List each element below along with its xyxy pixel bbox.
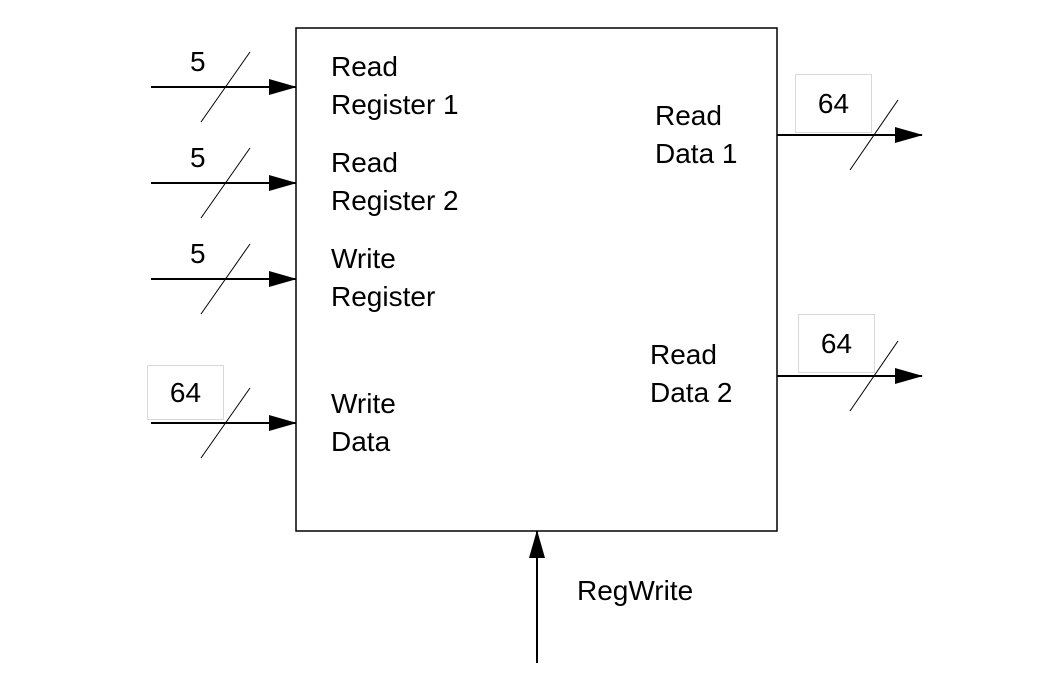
register-file-box bbox=[295, 27, 778, 532]
read-data-1-width-label: 64 bbox=[795, 74, 872, 133]
read-register-1-width-slash bbox=[200, 51, 251, 123]
write-data-label-line2: Data bbox=[331, 426, 391, 457]
write-register-width-label: 5 bbox=[190, 238, 206, 269]
read-data-2-label: Read Data 2 bbox=[650, 336, 733, 412]
read-register-2-width-slash bbox=[200, 147, 251, 219]
read-register-2-width-label: 5 bbox=[190, 142, 206, 173]
write-register-label: Write Register bbox=[331, 240, 435, 316]
read-data-1-label-line2: Data 1 bbox=[655, 138, 738, 169]
read-register-1-label-line2: Register 1 bbox=[331, 89, 459, 120]
write-register-width-slash bbox=[200, 243, 251, 315]
read-register-2-label-line2: Register 2 bbox=[331, 185, 459, 216]
write-register-label-line1: Write bbox=[331, 243, 396, 274]
read-register-2-label-line1: Read bbox=[331, 147, 398, 178]
read-register-1-label: Read Register 1 bbox=[331, 48, 459, 124]
read-data-2-width-slash bbox=[849, 340, 899, 412]
read-data-1-label: Read Data 1 bbox=[655, 97, 738, 173]
write-data-label-line1: Write bbox=[331, 388, 396, 419]
read-register-1-width-label: 5 bbox=[190, 46, 206, 77]
read-register-2-label: Read Register 2 bbox=[331, 144, 459, 220]
read-data-1-width-slash bbox=[849, 99, 899, 171]
read-data-1-label-line1: Read bbox=[655, 100, 722, 131]
read-data-2-label-line2: Data 2 bbox=[650, 377, 733, 408]
read-data-2-label-line1: Read bbox=[650, 339, 717, 370]
write-data-width-slash bbox=[200, 387, 251, 459]
write-data-label: Write Data bbox=[331, 385, 396, 461]
read-data-2-width-label: 64 bbox=[798, 314, 875, 373]
write-register-label-line2: Register bbox=[331, 281, 436, 312]
read-register-1-label-line1: Read bbox=[331, 51, 398, 82]
write-data-width-label: 64 bbox=[147, 365, 224, 420]
regwrite-label: RegWrite bbox=[577, 575, 694, 606]
